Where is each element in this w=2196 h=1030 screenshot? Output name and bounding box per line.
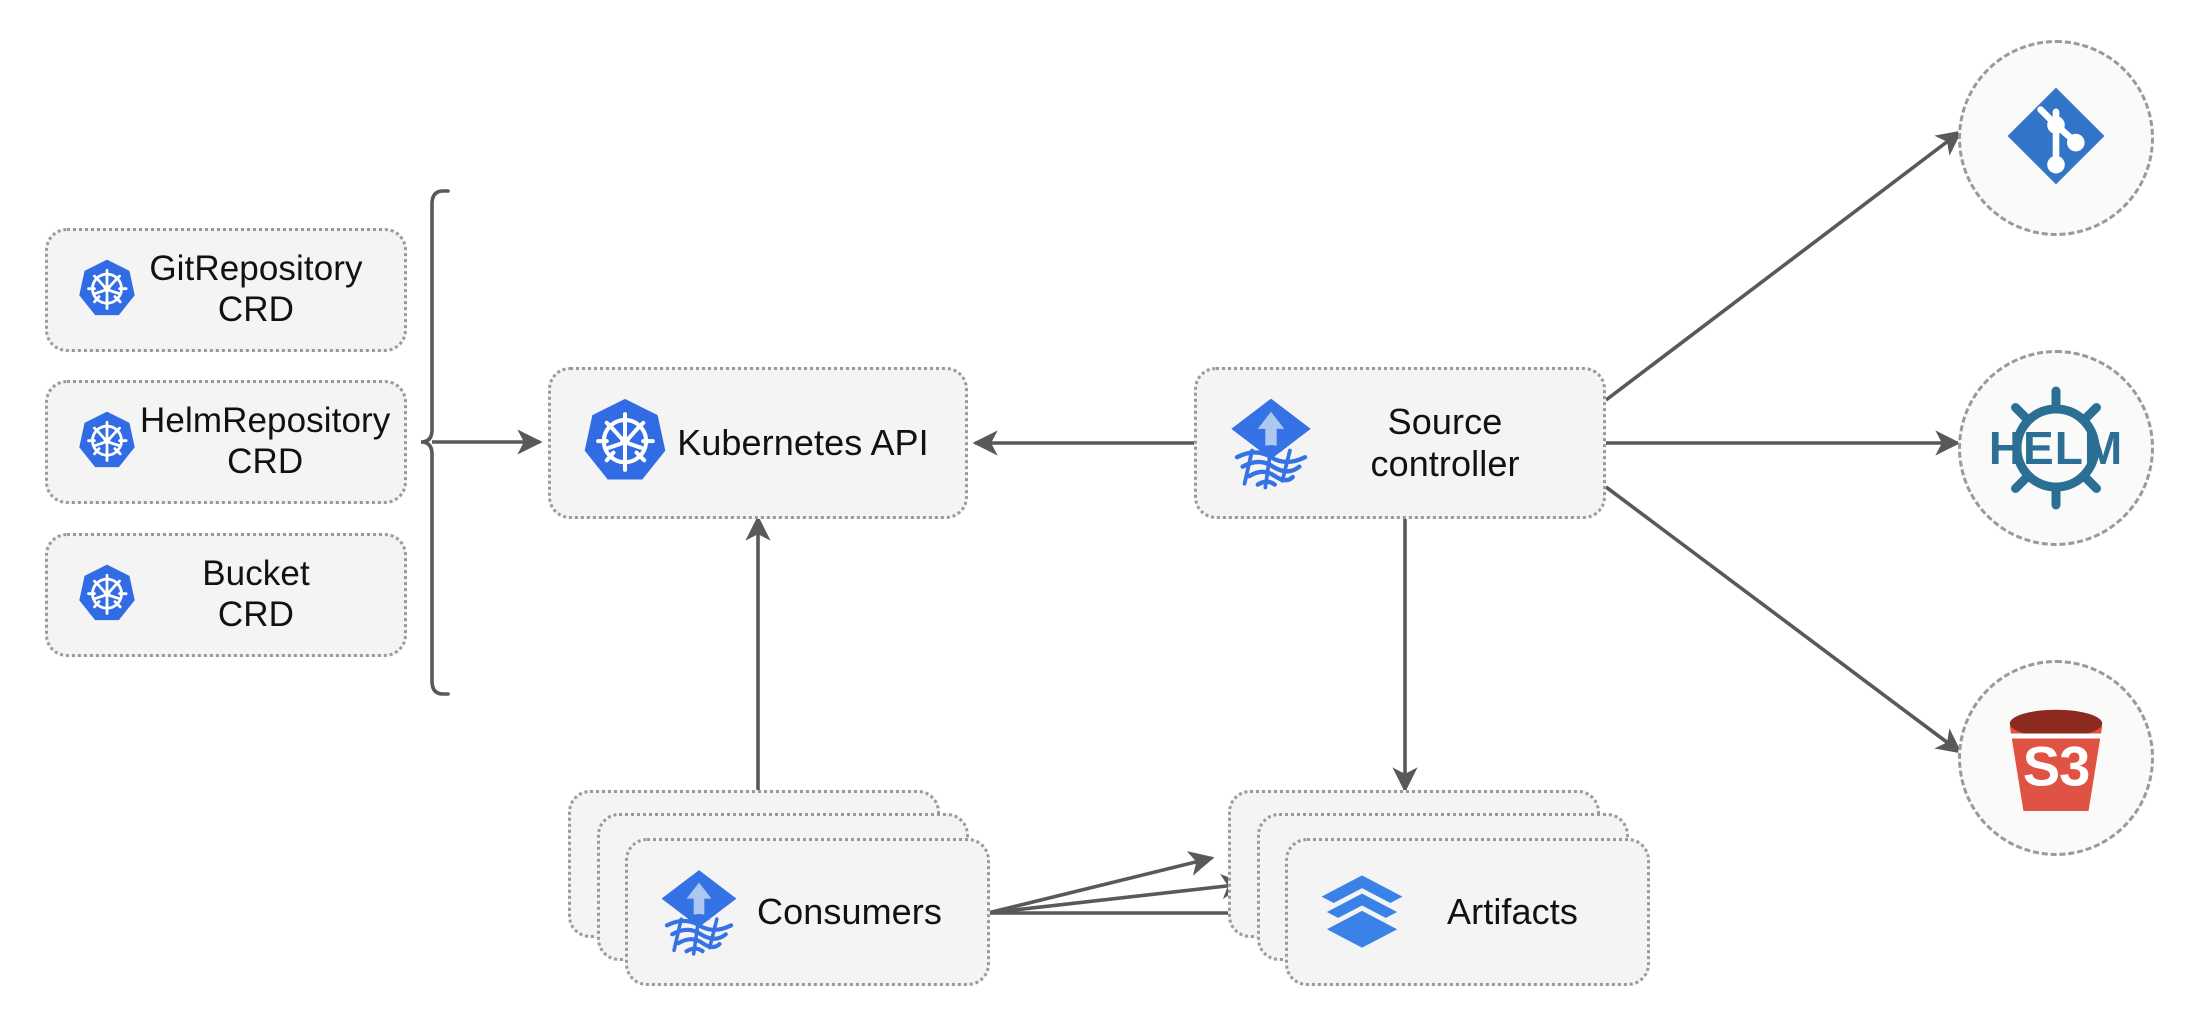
s3-bucket-icon: S3 bbox=[1991, 696, 2121, 821]
source-circle-helm[interactable]: HELM bbox=[1958, 350, 2154, 546]
kubernetes-icon bbox=[74, 562, 140, 628]
node-kubernetes-api[interactable]: Kubernetes API bbox=[548, 367, 968, 519]
crd-label: GitRepository CRD bbox=[149, 249, 363, 329]
crd-label: HelmRepository CRD bbox=[140, 401, 391, 481]
node-label: Kubernetes API bbox=[677, 422, 929, 464]
edge-source-controller-to-s3 bbox=[1604, 485, 1963, 754]
node-label: Source controller bbox=[1370, 401, 1520, 484]
crd-box-helmrepository[interactable]: HelmRepository CRD bbox=[45, 380, 407, 504]
edge-consumers-to-artifacts-mid bbox=[987, 874, 1247, 915]
layers-icon bbox=[1314, 864, 1410, 960]
edge-consumers-to-artifacts-top bbox=[987, 851, 1215, 915]
git-icon bbox=[2001, 81, 2111, 196]
node-artifacts[interactable]: Artifacts bbox=[1285, 838, 1650, 986]
crd-box-bucket[interactable]: Bucket CRD bbox=[45, 533, 407, 657]
source-circle-s3[interactable]: S3 bbox=[1958, 660, 2154, 856]
flux-icon bbox=[654, 863, 744, 961]
s3-label: S3 bbox=[2022, 734, 2090, 797]
crd-group-bracket bbox=[420, 189, 450, 696]
source-circle-git[interactable] bbox=[1958, 40, 2154, 236]
node-consumers[interactable]: Consumers bbox=[625, 838, 990, 986]
crd-box-gitrepository[interactable]: GitRepository CRD bbox=[45, 228, 407, 352]
helm-icon: HELM bbox=[1981, 373, 2131, 523]
node-label: Artifacts bbox=[1447, 891, 1578, 933]
edge-source-controller-to-git bbox=[1604, 130, 1963, 402]
crd-label: Bucket CRD bbox=[202, 554, 310, 634]
kubernetes-icon bbox=[74, 409, 140, 475]
flux-icon bbox=[1223, 391, 1319, 495]
kubernetes-icon bbox=[74, 257, 140, 323]
node-source-controller[interactable]: Source controller bbox=[1194, 367, 1606, 519]
kubernetes-icon bbox=[577, 395, 673, 491]
helm-label: HELM bbox=[1988, 422, 2124, 474]
node-label: Consumers bbox=[757, 891, 942, 933]
